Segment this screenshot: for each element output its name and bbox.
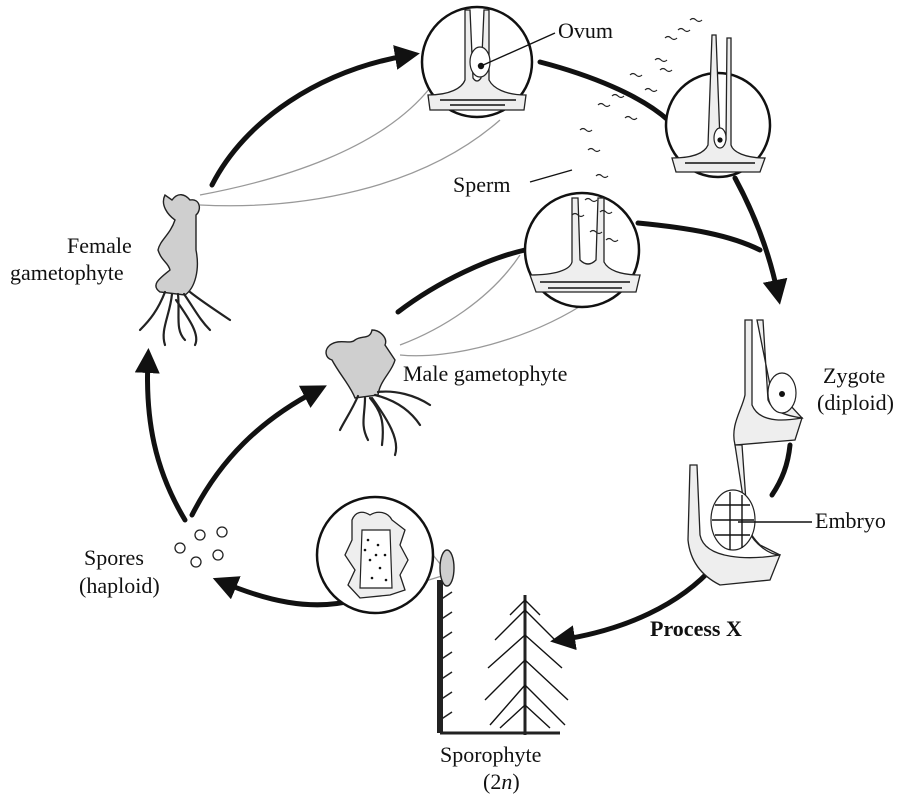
- arrow-zygote-to-embryo: [772, 445, 790, 495]
- arrow-ovum-to-archegonium: [540, 62, 668, 120]
- arrow-male-to-antheridium: [398, 250, 525, 312]
- arrow-spores-to-female: [147, 358, 185, 520]
- label-female-gametophyte-line2: gametophyte: [10, 260, 124, 285]
- label-female-gametophyte-line1: Female: [67, 233, 132, 258]
- sporophyte-plant: [440, 550, 568, 735]
- label-spores-line1: Spores: [84, 545, 144, 570]
- arrow-antheridium-to-zygote: [638, 223, 760, 250]
- female-gametophyte: [140, 195, 230, 345]
- label-sperm: Sperm: [453, 172, 510, 197]
- archegonium-ovum-circle: [422, 7, 532, 117]
- sporangium-circle: [317, 497, 433, 613]
- label-process-x: Process X: [650, 616, 742, 641]
- spores: [175, 527, 227, 567]
- sperm-leader: [530, 170, 572, 182]
- male-gametophyte: [326, 330, 430, 455]
- label-zygote-line1: Zygote: [823, 363, 885, 388]
- zoom-line-male-bottom: [400, 300, 590, 356]
- arrow-archegonium-to-zygote: [735, 178, 778, 295]
- sporophyte-paren-open: (2: [483, 769, 501, 794]
- label-embryo: Embryo: [815, 508, 886, 533]
- label-male-gametophyte: Male gametophyte: [403, 361, 567, 386]
- archegonium-fertilization-circle: [666, 35, 770, 177]
- sporophyte-n: n: [501, 769, 512, 794]
- antheridium-circle: [525, 193, 640, 307]
- label-spores-line2: (haploid): [79, 573, 160, 598]
- label-zygote-line2: (diploid): [817, 390, 894, 415]
- arrow-spores-to-male: [192, 390, 318, 515]
- sporophyte-paren-close: ): [512, 769, 519, 794]
- embryo-archegonium: [688, 445, 780, 585]
- label-ovum: Ovum: [558, 18, 613, 43]
- label-sporophyte-line2: (2n): [483, 769, 520, 794]
- zygote-archegonium: [734, 320, 802, 445]
- label-sporophyte-line1: Sporophyte: [440, 742, 541, 767]
